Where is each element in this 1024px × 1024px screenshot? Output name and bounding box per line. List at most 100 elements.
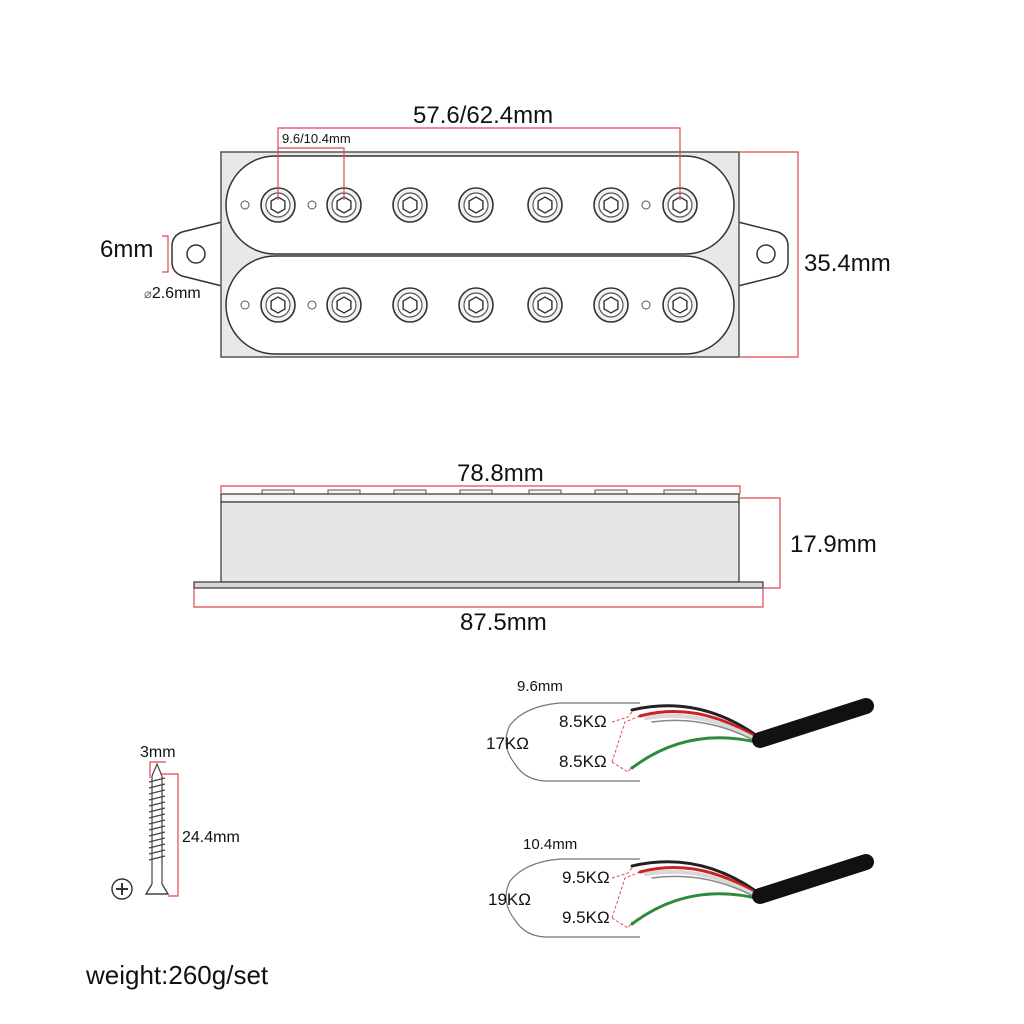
coil-leader [611,867,633,879]
wiring-1-spacing-label: 9.6mm [517,678,563,695]
side-baseplate [193,581,764,589]
weight-label: weight:260g/set [86,960,269,990]
phillips-head-icon [111,878,133,900]
pole-spacing-dimension-line [278,147,345,200]
pole-piece [458,187,494,223]
cable-jacket [752,854,874,904]
side-pole-top [663,489,697,495]
side-pole-top [393,489,427,495]
lead-wire [630,860,762,896]
lead-wire [630,892,766,926]
pole-piece [527,287,563,323]
lead-wire [644,869,765,902]
screw-length-dimension-line [160,773,179,897]
screw-head [144,883,170,895]
wiring-2-lower-coil-label: 9.5KΩ [562,908,610,927]
hex-socket-icon [336,296,352,314]
hex-socket-icon [603,296,619,314]
lead-wire [638,866,764,899]
wiring-1-lower-coil-label: 8.5KΩ [559,752,607,771]
screw-drawing [111,761,179,900]
left-mounting-hole [186,244,206,264]
right-mounting-hole [756,244,776,264]
spacing-label: 57.6/62.4mm [413,102,554,129]
screw-shaft [151,776,163,884]
tab-dimension-line [162,235,169,273]
side-view [193,485,781,608]
spacing-dimension-line [277,127,681,200]
pole-piece [662,187,698,223]
wiring-2-total-label: 19KΩ [488,890,531,909]
cover-dot [641,300,651,310]
pole-piece [392,287,428,323]
hex-socket-icon [537,296,553,314]
hex-socket-icon [537,196,553,214]
pole-piece [326,287,362,323]
pole-piece [527,187,563,223]
hole-label: 2.6mm [151,285,201,302]
coil-leader [611,761,633,773]
lead-wire [630,736,766,770]
pole-piece [260,287,296,323]
lead-wire [644,713,765,746]
coil-leader [611,871,641,919]
pole-piece [593,287,629,323]
coil-leader [611,711,633,723]
side-height-dimension-line [740,497,781,589]
wiring-1-upper-coil-label: 8.5KΩ [559,712,607,731]
pole-piece [392,187,428,223]
side-pole-top [528,489,562,495]
side-pole-top [261,489,295,495]
screw-length-label: 24.4mm [182,829,240,846]
lead-wire [630,704,762,740]
side-pole-top [327,489,361,495]
coil-leader [611,917,633,929]
cover-dot [641,200,651,210]
coil-leader [611,715,641,763]
side-pole-top [459,489,493,495]
tab-label: 6mm [100,236,154,263]
pole-spacing-label: 9.6/10.4mm [282,131,351,146]
pole-piece [458,287,494,323]
wiring-outline [505,702,640,782]
cover-dot [307,200,317,210]
hex-socket-icon [672,296,688,314]
side-body [220,501,740,583]
hex-socket-icon [402,196,418,214]
wiring-2-upper-coil-label: 9.5KΩ [562,868,610,887]
cover-dot [240,200,250,210]
hex-socket-icon [402,296,418,314]
side-pole-top [594,489,628,495]
height-dimension-line [740,151,799,358]
lead-wire [638,710,764,743]
pole-piece [662,287,698,323]
pole-piece [326,187,362,223]
hex-socket-icon [270,196,286,214]
cover-dot [307,300,317,310]
wiring-1-total-label: 17KΩ [486,734,529,753]
side-base-width-dimension-line [193,588,764,608]
side-top-width-label: 78.8mm [457,460,544,487]
side-base-width-label: 87.5mm [460,609,547,636]
hex-socket-icon [336,196,352,214]
pole-piece [593,187,629,223]
wiring-2-spacing-label: 10.4mm [523,836,578,853]
screw-tip [151,762,163,777]
side-height-label: 17.9mm [790,531,877,558]
cover-dot [240,300,250,310]
cable-jacket [752,698,874,748]
wiring-diagram-2 [505,854,874,938]
screw-diameter-dimension-line [149,761,166,778]
height-label: 35.4mm [804,250,891,277]
wiring-outline [505,858,640,938]
hex-socket-icon [468,196,484,214]
side-top-plate [220,493,740,503]
hex-socket-icon [468,296,484,314]
hex-socket-icon [603,196,619,214]
top-view [162,127,799,358]
side-top-width-dimension-line [220,485,741,494]
hole-diameter-label: ⌀2.6mm [144,285,201,303]
wiring-diagram-1 [505,698,874,782]
